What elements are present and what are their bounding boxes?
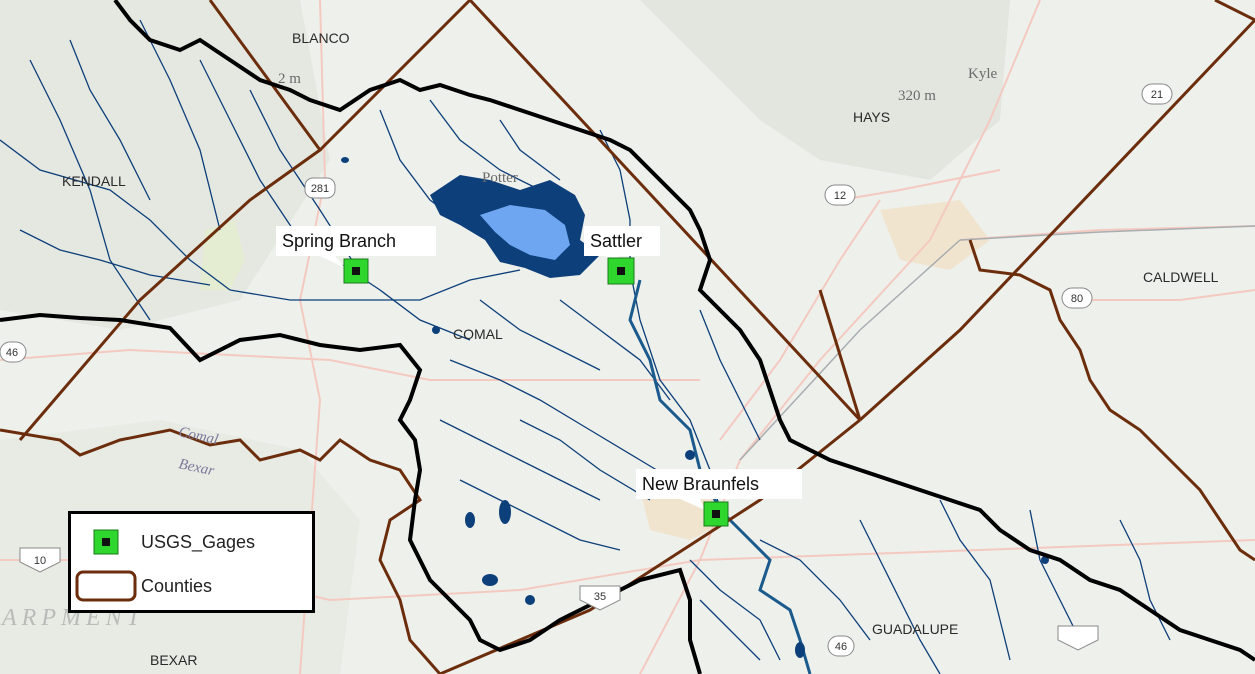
highway-shield-35: 35	[579, 585, 621, 611]
place-label-potter: Potter	[482, 170, 518, 186]
highway-shield-10: 10	[19, 547, 61, 573]
gage-callout-box	[584, 226, 660, 256]
svg-text:46: 46	[835, 641, 847, 653]
legend-label-counties: Counties	[141, 575, 213, 596]
gage-marker-center	[617, 267, 625, 275]
gage-callout-box	[636, 469, 802, 499]
gage-callout-box	[276, 226, 436, 256]
svg-text:281: 281	[311, 183, 329, 195]
county-legend-icon	[71, 569, 141, 603]
urban-area-spring-branch	[200, 220, 245, 290]
gage-callout-pointer	[680, 499, 705, 510]
highway-shield-80: 80	[1061, 287, 1093, 309]
place-label-kyle: Kyle	[968, 66, 998, 82]
gage-callout-pointer	[320, 256, 345, 268]
svg-text:12: 12	[834, 190, 846, 202]
county-label-guadalupe: GUADALUPE	[872, 621, 958, 637]
county-label-kendall: KENDALL	[62, 173, 126, 189]
highway-shield-46-south: 46	[827, 635, 855, 657]
county-label-comal: COMAL	[453, 326, 503, 342]
legend-label-usgs-gages: USGS_Gages	[141, 531, 256, 552]
interstate-shield-south-east	[1057, 625, 1099, 651]
county-label-blanco: BLANCO	[292, 30, 350, 46]
gage-marker-icon[interactable]	[343, 258, 369, 284]
gage-label: New Braunfels	[642, 474, 759, 494]
stream-network	[0, 19, 1171, 674]
gage-marker-center	[712, 510, 720, 518]
county-label-caldwell: CALDWELL	[1143, 269, 1219, 285]
legend-item-counties: Counties	[71, 566, 212, 606]
terrain-shading-north	[640, 0, 1010, 180]
svg-text:80: 80	[1071, 293, 1083, 305]
elevation-label-2m: 2 m	[278, 71, 301, 87]
gage-new-braunfels[interactable]: New Braunfels	[636, 469, 802, 527]
water-label-bexar: Bexar	[177, 456, 216, 479]
svg-text:10: 10	[34, 555, 46, 567]
terrain-shading-west	[0, 0, 330, 330]
legend-item-usgs-gages: USGS_Gages	[71, 522, 255, 562]
reservoir-water	[480, 205, 570, 260]
urban-area	[880, 200, 990, 270]
svg-text:46: 46	[6, 347, 18, 359]
highway-shield-12: 12	[824, 184, 856, 206]
gage-label: Spring Branch	[282, 231, 396, 251]
gage-marker-center	[352, 267, 360, 275]
svg-text:21: 21	[1151, 89, 1163, 101]
gage-spring-branch[interactable]: Spring Branch	[276, 226, 436, 284]
highway-shield-281: 281	[304, 177, 336, 199]
highway-shield-46-west: 46	[0, 341, 27, 363]
gage-label: Sattler	[590, 231, 642, 251]
highway-shield-21: 21	[1141, 83, 1173, 105]
gage-sattler[interactable]: Sattler	[584, 226, 660, 285]
county-label-hays: HAYS	[853, 109, 890, 125]
gage-legend-icon	[71, 529, 141, 555]
svg-text:35: 35	[594, 591, 606, 603]
elevation-label-320m: 320 m	[898, 88, 936, 104]
map-legend: USGS_Gages Counties	[68, 511, 315, 613]
county-label-bexar: BEXAR	[150, 652, 197, 668]
